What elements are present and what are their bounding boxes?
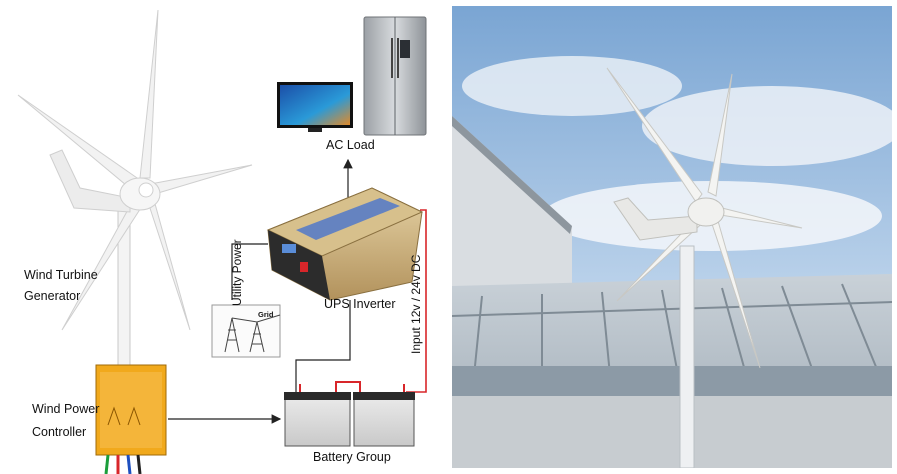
photo-drawing [452, 6, 892, 468]
ups-inverter-icon [266, 187, 424, 301]
wind-power-controller-icon [95, 364, 167, 474]
label-controller: Controller [32, 425, 87, 439]
grid-towers-icon [211, 304, 281, 358]
battery-group-icon [284, 381, 415, 447]
label-battery-group: Battery Group [313, 450, 391, 464]
label-generator: Generator [24, 289, 81, 303]
label-grid: Grid [258, 310, 274, 319]
label-ups-inverter: UPS Inverter [324, 297, 396, 311]
wind-system-diagram: Wind Turbine Generator AC Load Utility P… [17, 9, 427, 474]
diagram-drawing [17, 9, 427, 474]
label-wind-turbine: Wind Turbine [24, 268, 98, 282]
label-input-dc: Input 12v / 24v DC [409, 254, 423, 354]
wind-turbine-icon [17, 9, 253, 381]
label-ac-load: AC Load [326, 138, 375, 152]
turbine-rooftop-photo [452, 6, 892, 468]
tv-icon [277, 82, 353, 132]
refrigerator-icon [363, 16, 427, 136]
label-wind-power: Wind Power [32, 402, 100, 416]
label-utility-power: Utility Power [230, 239, 244, 306]
